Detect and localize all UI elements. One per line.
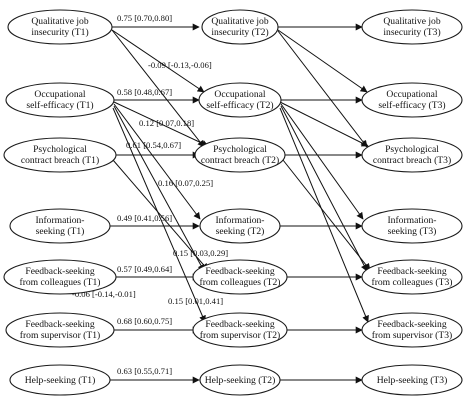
node-is-t3-line1: Information- bbox=[387, 215, 436, 226]
node-ose-t2-line2: self-efficacy (T2) bbox=[206, 100, 273, 111]
node-qji-t1: Qualitative job insecurity (T1) bbox=[7, 9, 113, 45]
coefficient-labels: 0.75 [0.70,0.80] -0.09 [-0.13,-0.06] 0.5… bbox=[72, 13, 228, 376]
node-is-t3-line2: seeking (T3) bbox=[388, 226, 437, 237]
node-pcb-t3: Psychological contract breach (T3) bbox=[361, 137, 463, 173]
node-pcb-t1: Psychological contract breach (T1) bbox=[3, 137, 117, 173]
path-qji-t1-pcb-t2 bbox=[111, 29, 205, 148]
node-qji-t3: Qualitative job insecurity (T3) bbox=[361, 9, 463, 45]
node-ose-t3-line2: self-efficacy (T3) bbox=[378, 100, 445, 111]
node-fss-t3-line2: from supervisor (T3) bbox=[372, 330, 452, 341]
coef-qji-autoregressive: 0.75 [0.70,0.80] bbox=[117, 13, 172, 23]
node-qji-t3-line2: insecurity (T3) bbox=[383, 27, 440, 38]
node-fsc-t3: Feedback-seeking from colleagues (T3) bbox=[361, 259, 463, 295]
node-hs-t2-line1: Help-seeking (T2) bbox=[205, 375, 276, 386]
coef-ose-pcb: 0.12 [0.07,0.18] bbox=[139, 118, 194, 128]
node-hs-t1-line1: Help-seeking (T1) bbox=[25, 375, 96, 386]
coef-ose-is: 0.16 [0.07,0.25] bbox=[158, 178, 213, 188]
node-ose-t3-line1: Occupational bbox=[386, 89, 437, 100]
node-fss-t1-line2: from supervisor (T1) bbox=[20, 330, 100, 341]
node-pcb-t1-line2: contract breach (T1) bbox=[21, 155, 99, 166]
node-qji-t1-line2: insecurity (T1) bbox=[31, 27, 88, 38]
coef-fss-autoregressive: 0.68 [0.60,0.75] bbox=[117, 316, 172, 326]
node-fsc-t3-line1: Feedback-seeking bbox=[377, 266, 446, 277]
node-fsc-t2-line1: Feedback-seeking bbox=[205, 266, 274, 277]
node-fss-t2-line1: Feedback-seeking bbox=[205, 319, 274, 330]
node-qji-t1-line1: Qualitative job bbox=[31, 16, 88, 27]
node-pcb-t3-line2: contract breach (T3) bbox=[373, 155, 451, 166]
node-is-t1-line2: seeking (T1) bbox=[36, 226, 85, 237]
path-ose-t2-fss-t3 bbox=[279, 107, 369, 323]
node-fss-t1: Feedback-seeking from supervisor (T1) bbox=[5, 312, 115, 348]
path-ose-t2-is-t3 bbox=[280, 103, 364, 220]
node-fss-t2-line2: from supervisor (T2) bbox=[200, 330, 280, 341]
path-ose-t1-fsc-t2 bbox=[113, 105, 205, 272]
node-qji-t2-line2: insecurity (T2) bbox=[211, 27, 268, 38]
node-pcb-t1-line1: Psychological bbox=[33, 144, 87, 155]
paths bbox=[110, 23, 371, 384]
path-ose-t2-fsc-t3 bbox=[280, 105, 368, 272]
node-is-t2-line1: Information- bbox=[215, 215, 264, 226]
node-fsc-t2: Feedback-seeking from colleagues (T2) bbox=[192, 259, 288, 295]
path-ose-t1-is-t2 bbox=[113, 103, 201, 220]
node-fsc-t1-line1: Feedback-seeking bbox=[25, 266, 94, 277]
node-is-t3: Information- seeking (T3) bbox=[361, 208, 463, 244]
node-is-t2: Information- seeking (T2) bbox=[199, 208, 281, 244]
nodes: Qualitative job insecurity (T1) Occupati… bbox=[3, 9, 463, 396]
path-qji-t2-ose-t3 bbox=[277, 29, 368, 93]
coef-qji-ose: -0.09 [-0.13,-0.06] bbox=[148, 60, 212, 70]
node-fsc-t2-line2: from colleagues (T2) bbox=[200, 277, 281, 288]
node-hs-t3: Help-seeking (T3) bbox=[361, 364, 463, 396]
node-fss-t2: Feedback-seeking from supervisor (T2) bbox=[192, 312, 288, 348]
node-qji-t3-line1: Qualitative job bbox=[383, 16, 440, 27]
node-is-t1: Information- seeking (T1) bbox=[9, 208, 111, 244]
node-pcb-t2-line1: Psychological bbox=[213, 144, 267, 155]
node-pcb-t3-line1: Psychological bbox=[385, 144, 439, 155]
node-pcb-t2-line2: contract breach (T2) bbox=[201, 155, 279, 166]
node-ose-t2: Occupational self-efficacy (T2) bbox=[198, 82, 282, 118]
node-is-t2-line2: seeking (T2) bbox=[216, 226, 265, 237]
node-fss-t1-line1: Feedback-seeking bbox=[25, 319, 94, 330]
path-pcb-t2-fsc-t3 bbox=[282, 159, 371, 271]
coef-pcb-autoregressive: 0.61 [0.54,0.67] bbox=[126, 140, 181, 150]
path-qji-t2-pcb-t3 bbox=[277, 30, 368, 148]
node-fsc-t1-line2: from colleagues (T1) bbox=[20, 277, 101, 288]
node-hs-t1: Help-seeking (T1) bbox=[9, 364, 111, 396]
coef-pcb-fsc: -0.06 [-0.14,-0.01] bbox=[72, 289, 136, 299]
path-qji-t1-ose-t2 bbox=[111, 29, 205, 93]
node-fsc-t3-line2: from colleagues (T3) bbox=[372, 277, 453, 288]
node-ose-t2-line1: Occupational bbox=[214, 89, 265, 100]
node-fss-t3: Feedback-seeking from supervisor (T3) bbox=[361, 312, 463, 348]
coef-ose-autoregressive: 0.58 [0.48,0.67] bbox=[117, 87, 172, 97]
node-is-t1-line1: Information- bbox=[35, 215, 84, 226]
node-ose-t1: Occupational self-efficacy (T1) bbox=[5, 82, 115, 118]
node-ose-t1-line1: Occupational bbox=[34, 89, 85, 100]
node-fss-t3-line1: Feedback-seeking bbox=[377, 319, 446, 330]
node-hs-t3-line1: Help-seeking (T3) bbox=[377, 375, 448, 386]
path-ose-t1-fss-t2 bbox=[112, 107, 206, 323]
coef-ose-fss: 0.15 [0.01,0.41] bbox=[168, 296, 223, 306]
coef-fsc-autoregressive: 0.57 [0.49,0.64] bbox=[117, 264, 172, 274]
coef-is-autoregressive: 0.49 [0.41,0.56] bbox=[117, 213, 172, 223]
node-pcb-t2: Psychological contract breach (T2) bbox=[194, 137, 286, 173]
coef-ose-fsc: 0.15 [0.03,0.29] bbox=[173, 248, 228, 258]
node-qji-t2: Qualitative job insecurity (T2) bbox=[201, 9, 279, 45]
path-pcb-t1-fsc-t2 bbox=[112, 159, 209, 271]
node-fsc-t1: Feedback-seeking from colleagues (T1) bbox=[3, 259, 117, 295]
coef-hs-autoregressive: 0.63 [0.55,0.71] bbox=[117, 366, 172, 376]
node-qji-t2-line1: Qualitative job bbox=[211, 16, 268, 27]
path-ose-t1-pcb-t2 bbox=[113, 101, 209, 147]
path-ose-t2-pcb-t3 bbox=[279, 101, 369, 147]
node-ose-t3: Occupational self-efficacy (T3) bbox=[361, 82, 463, 118]
node-ose-t1-line2: self-efficacy (T1) bbox=[26, 100, 93, 111]
node-hs-t2: Help-seeking (T2) bbox=[199, 364, 281, 396]
